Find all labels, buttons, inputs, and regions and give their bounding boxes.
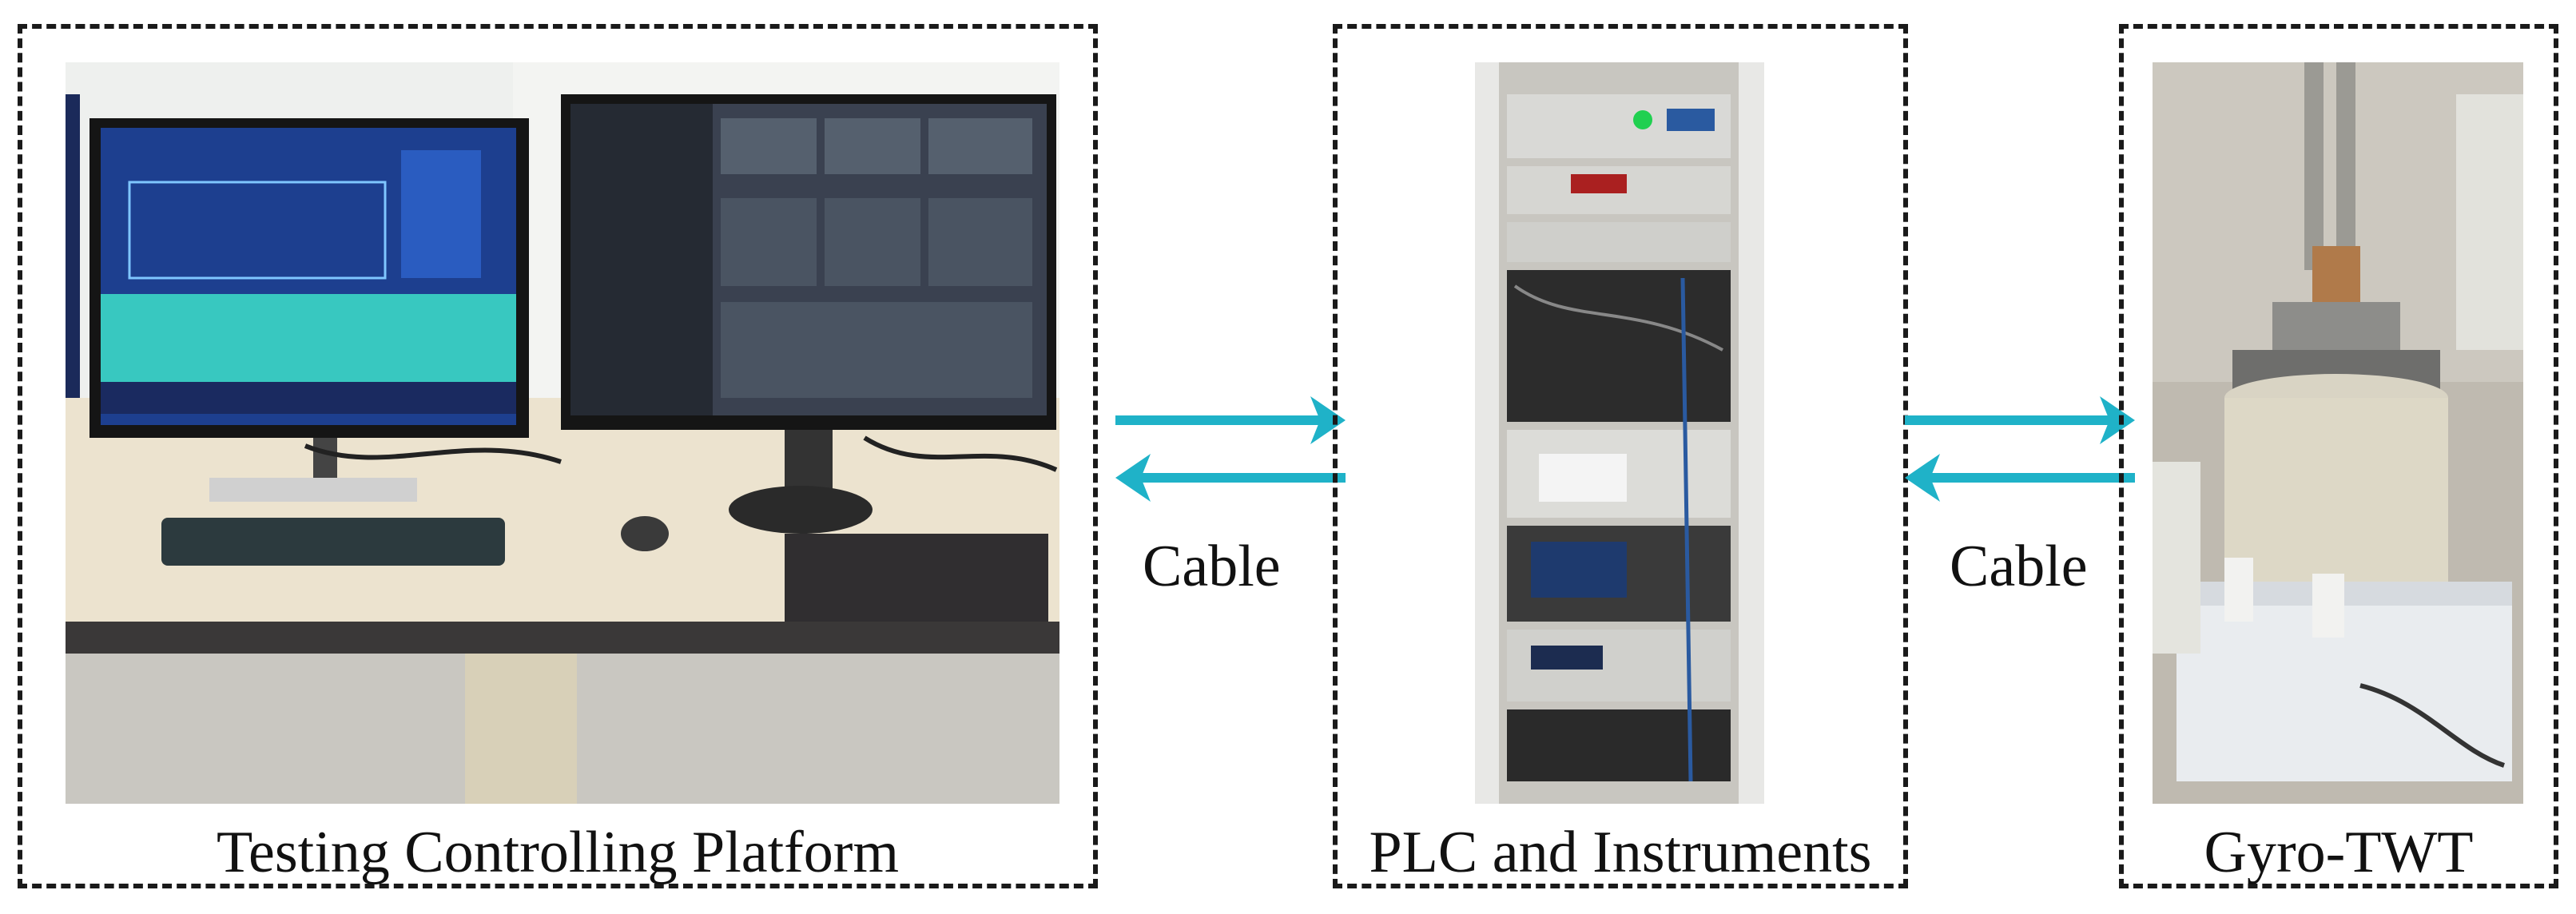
photo-plc-and-instruments xyxy=(1475,62,1764,804)
panel-testing-controlling-platform xyxy=(18,24,1098,888)
arrow-right-icon xyxy=(1115,396,1346,444)
caption-testing-controlling-platform: Testing Controlling Platform xyxy=(217,820,899,885)
panel-plc-and-instruments xyxy=(1333,24,1908,888)
photo-gyro-twt xyxy=(2153,62,2523,804)
cable-arrows-right xyxy=(1905,396,2135,502)
arrow-left-icon xyxy=(1115,454,1346,502)
photo-testing-controlling-platform xyxy=(66,62,1059,804)
caption-plc-and-instruments: PLC and Instruments xyxy=(1369,820,1872,885)
panel-gyro-twt xyxy=(2119,24,2558,888)
caption-gyro-twt: Gyro-TWT xyxy=(2204,820,2474,885)
cable-label-right: Cable xyxy=(1950,534,2088,599)
arrow-right-icon xyxy=(1905,396,2135,444)
cable-arrows-left xyxy=(1115,396,1346,502)
arrow-left-icon xyxy=(1905,454,2135,502)
cable-label-left: Cable xyxy=(1143,534,1281,599)
